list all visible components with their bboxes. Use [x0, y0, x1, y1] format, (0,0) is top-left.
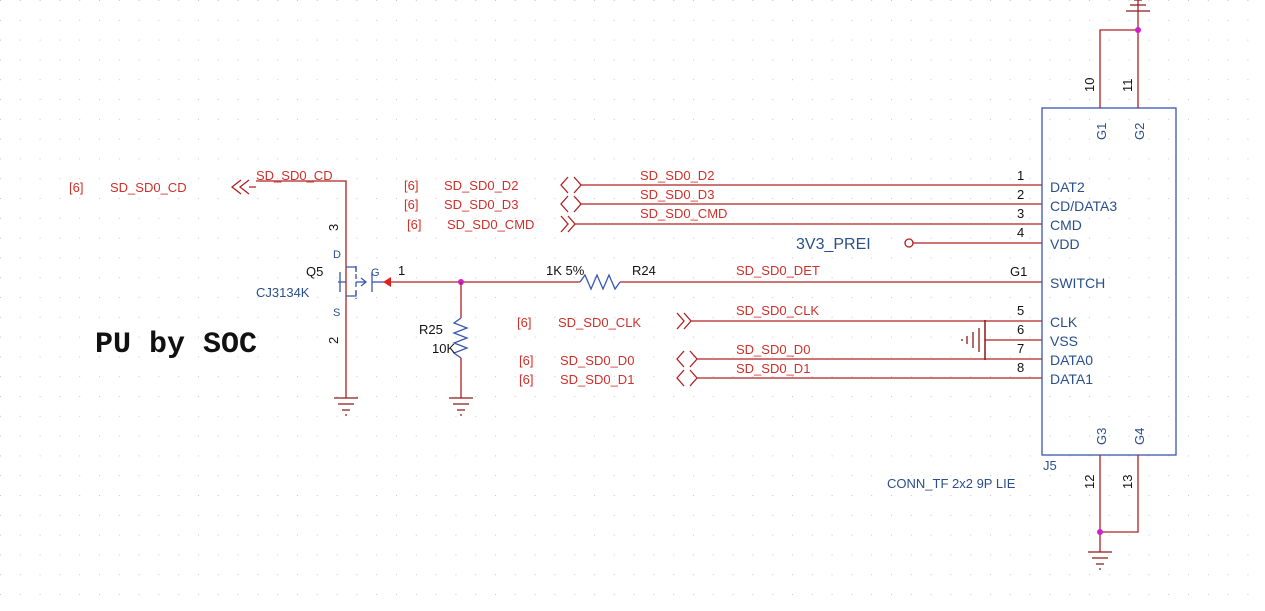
j5-pin-name: VDD [1050, 236, 1080, 252]
q5-part: CJ3134K [256, 285, 310, 300]
d0-wire-label: SD_SD0_D0 [736, 342, 810, 357]
j5-pin-name: DATA0 [1050, 352, 1093, 368]
j5-pin-name: CLK [1050, 314, 1078, 330]
r24-ref: R24 [632, 263, 656, 278]
j5-top-shield-wire [1099, 0, 1139, 108]
j5-pin-name: DAT2 [1050, 179, 1085, 195]
r24-value: 1K 5% [546, 263, 585, 278]
j5-pin-number: 8 [1017, 360, 1024, 375]
j5-pin-number: 1 [1017, 168, 1024, 183]
ground-q5-symbol [334, 397, 358, 416]
j5-pin-number: 6 [1017, 322, 1024, 337]
j5-pin-number: G1 [1010, 264, 1027, 279]
j5-bottom-pin-number: 12 [1082, 475, 1097, 489]
j5-ref: J5 [1043, 458, 1057, 473]
cd-wire [249, 180, 347, 398]
j5-part: CONN_TF 2x2 9P LIE [887, 476, 1016, 491]
clk-net-label: SD_SD0_CLK [558, 315, 641, 330]
d2-net-label: SD_SD0_D2 [444, 178, 518, 193]
j5-top-pin-name: G2 [1132, 123, 1147, 140]
r25-value: 10K [432, 341, 455, 356]
q5-gate-pin-marker [383, 277, 391, 287]
clk-page-ref: [6] [517, 315, 531, 330]
cd-offpage-connector [230, 179, 250, 195]
j5-pin-name: VSS [1050, 333, 1078, 349]
bottom-shield-junction [1097, 529, 1103, 535]
vss-ground-symbol [961, 328, 980, 352]
pu-by-soc-note: PU by SOC [95, 328, 257, 362]
clk-wire-label: SD_SD0_CLK [736, 303, 819, 318]
d3-page-ref: [6] [404, 197, 418, 212]
j5-top-pin-number: 11 [1120, 79, 1135, 93]
j5-bottom-pin-name: G3 [1094, 428, 1109, 445]
d2-page-ref: [6] [404, 178, 418, 193]
j5-pin-name: SWITCH [1050, 275, 1105, 291]
r25-ref: R25 [419, 322, 443, 337]
d1-page-ref: [6] [519, 372, 533, 387]
d3-net-label: SD_SD0_D3 [444, 197, 518, 212]
cmd-page-ref: [6] [407, 217, 421, 232]
cd-net-label: SD_SD0_CD [110, 180, 187, 195]
top-ground-symbol [1126, 0, 1150, 12]
ground-r25-symbol [449, 397, 473, 416]
j5-bottom-pin-number: 13 [1120, 475, 1135, 489]
q5-pin3-number: 3 [326, 224, 341, 231]
q5-pin-g: G [371, 267, 380, 279]
j5-pin-name: DATA1 [1050, 371, 1093, 387]
q5-pin-d: D [333, 249, 341, 261]
j5-pin-number: 7 [1017, 341, 1024, 356]
q5-pin1-number: 1 [398, 263, 405, 278]
j5-bottom-pin-name: G4 [1132, 428, 1147, 445]
d3-wire-label: SD_SD0_D3 [640, 187, 714, 202]
det-wire-label: SD_SD0_DET [736, 263, 820, 278]
top-shield-junction [1135, 27, 1141, 33]
cd-wire-label: SD_SD0_CD [256, 168, 333, 183]
j5-pin-name: CD/DATA3 [1050, 198, 1117, 214]
d1-net-label: SD_SD0_D1 [560, 372, 634, 387]
power-net-label: 3V3_PREI [796, 236, 871, 253]
j5-pin-number: 3 [1017, 206, 1024, 221]
cmd-net-label: SD_SD0_CMD [447, 217, 534, 232]
d0-net-label: SD_SD0_D0 [560, 353, 634, 368]
d1-wire-label: SD_SD0_D1 [736, 361, 810, 376]
d2-wire-label: SD_SD0_D2 [640, 168, 714, 183]
j5-top-pin-number: 10 [1082, 78, 1097, 92]
q5-pin-s: S [333, 307, 340, 319]
bottom-ground-symbol [1088, 551, 1112, 570]
j5-top-pin-name: G1 [1094, 123, 1109, 140]
q5-pin2-number: 2 [326, 337, 341, 344]
j5-pin-number: 5 [1017, 303, 1024, 318]
j5-pin-name: CMD [1050, 217, 1082, 233]
cd-page-ref: [6] [69, 180, 83, 195]
j5-pin-number: 2 [1017, 187, 1024, 202]
q5-ref: Q5 [306, 264, 323, 279]
r24-resistor-symbol [579, 273, 621, 291]
q5-mosfet-symbol [338, 266, 384, 299]
cmd-wire-label: SD_SD0_CMD [640, 206, 727, 221]
j5-connector-body [1041, 107, 1177, 456]
d0-page-ref: [6] [519, 353, 533, 368]
r25-resistor-symbol [452, 317, 469, 359]
j5-bottom-shield-wire [1099, 455, 1139, 552]
j5-pin-number: 4 [1017, 225, 1024, 240]
